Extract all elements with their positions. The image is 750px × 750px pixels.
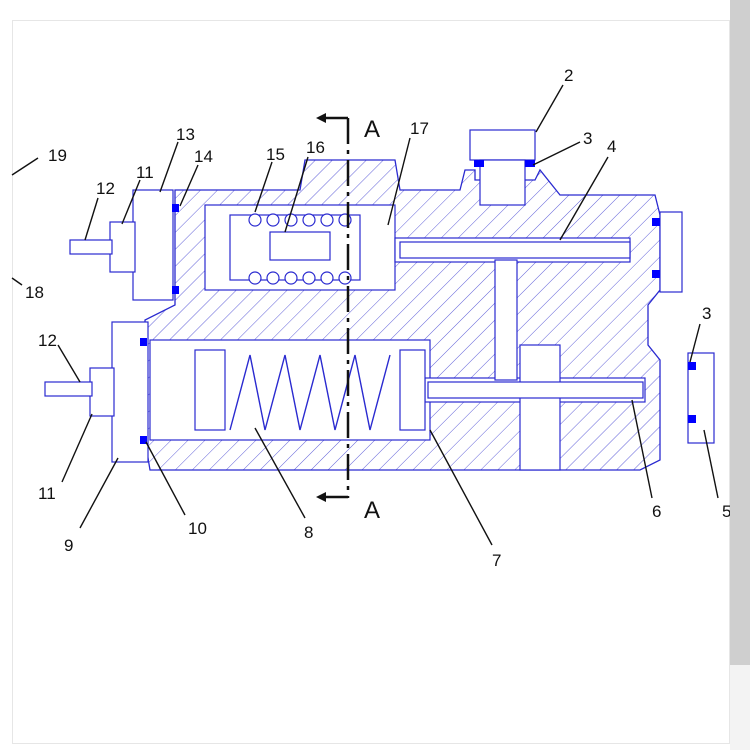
lower-bore [149, 339, 431, 441]
callout-18: 18 [25, 283, 44, 302]
callout-19: 19 [48, 146, 67, 165]
callout-labels: 19 18 13 11 14 12 15 16 A 17 2 3 4 3 12 … [25, 66, 730, 570]
callout-3: 3 [583, 129, 592, 148]
callout-7: 7 [492, 551, 501, 570]
upper-right-plug [659, 211, 683, 293]
valve-cross-section-diagram: 19 18 13 11 14 12 15 16 A 17 2 3 4 3 12 … [11, 66, 730, 570]
upper-stud [69, 239, 113, 255]
callout-3-lower: 3 [702, 304, 711, 323]
section-label-a-bottom: A [364, 497, 380, 524]
callout-16: 16 [306, 138, 325, 157]
vertical-passage-2 [519, 344, 561, 471]
callout-9: 9 [64, 536, 73, 555]
lower-piston [399, 349, 426, 431]
callout-10: 10 [188, 519, 207, 538]
callout-11-lower: 11 [38, 484, 56, 503]
plug-top [469, 129, 536, 161]
vertical-passage [494, 259, 518, 381]
browser-top-bar [0, 0, 730, 18]
upper-spool [399, 241, 631, 259]
lower-piston-retainer [194, 349, 226, 431]
section-label-a-top: A [364, 116, 380, 143]
callout-5: 5 [722, 502, 730, 521]
callout-14: 14 [194, 147, 213, 166]
leader-lines [11, 84, 719, 546]
lower-stud [44, 381, 93, 397]
upper-left-nut [132, 189, 174, 301]
upper-piston-core [269, 231, 331, 261]
callout-8: 8 [304, 523, 313, 542]
callout-12-lower: 12 [38, 331, 57, 350]
callout-6: 6 [652, 502, 661, 521]
seals [140, 160, 696, 444]
upper-adjust-screw [109, 221, 136, 273]
callout-4: 4 [607, 137, 616, 156]
callout-13: 13 [176, 125, 195, 144]
plug-top-thread [479, 159, 526, 206]
callout-2: 2 [564, 66, 573, 85]
scrollbar-thumb[interactable] [730, 0, 750, 665]
callout-15: 15 [266, 145, 285, 164]
spring-upper-coils [248, 213, 352, 285]
lower-adjust-screw [89, 367, 115, 417]
spring-lower [229, 354, 391, 431]
callout-17: 17 [410, 119, 429, 138]
callout-12: 12 [96, 179, 115, 198]
lower-spool [427, 381, 644, 399]
callout-11: 11 [136, 163, 154, 182]
section-arrows [316, 113, 326, 502]
